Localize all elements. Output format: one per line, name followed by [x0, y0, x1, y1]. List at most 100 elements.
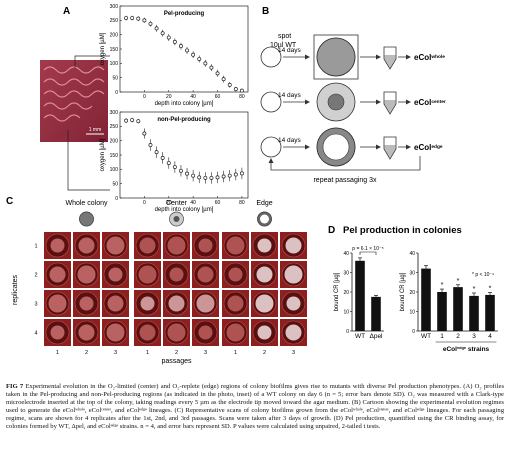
passage-number: 3	[292, 350, 295, 356]
lineage-label: eColwhole	[414, 53, 445, 62]
data-point	[185, 171, 189, 176]
x-tick-label: 80	[239, 200, 245, 206]
data-point	[142, 18, 147, 23]
connector-line-nonpel	[67, 130, 110, 191]
category-label: 2	[456, 333, 460, 340]
data-point	[209, 175, 214, 180]
p-value-annotation: p = 6.1 × 10⁻⁵	[352, 246, 383, 252]
replicate-number: 3	[34, 302, 37, 308]
colony-center	[198, 238, 213, 253]
colony-center	[286, 296, 301, 311]
y-tick-label: 250	[110, 18, 119, 24]
lineage-label: eColcenter	[414, 98, 446, 107]
data-point	[148, 21, 153, 26]
bar	[355, 260, 365, 331]
colony-center	[257, 238, 272, 253]
data-point	[179, 44, 183, 49]
repeat-loop	[270, 156, 421, 171]
spot-volume-label: 10µl WT	[270, 42, 297, 49]
passages-axis-label: passages	[162, 358, 192, 365]
x-tick-label: 40	[190, 94, 196, 100]
passage-number: 2	[85, 350, 88, 356]
x-tick-label: 60	[215, 94, 221, 100]
arrow-head	[305, 54, 310, 60]
passage-number: 1	[146, 350, 149, 356]
x-tick-label: 80	[239, 94, 245, 100]
bar	[453, 287, 463, 331]
replicate-number: 4	[34, 331, 37, 337]
y-tick-label: 200	[110, 138, 119, 144]
y-tick-label: 50	[112, 75, 118, 81]
x-tick-label: 0	[143, 94, 146, 100]
category-label: WT	[355, 333, 365, 340]
data-point	[136, 119, 141, 124]
y-tick-label: 10	[409, 309, 415, 315]
colony-center	[168, 295, 185, 312]
y-axis-label: oxygen [µM]	[100, 32, 106, 65]
data-point	[239, 88, 244, 93]
colony-center	[108, 267, 123, 282]
bar	[371, 296, 381, 331]
colony-center	[167, 236, 186, 255]
arrow-head	[406, 99, 411, 105]
passage-number: 1	[234, 350, 237, 356]
x-tick-label: 20	[166, 200, 172, 206]
y-tick-label: 40	[409, 251, 415, 257]
spot-label: spot	[278, 33, 291, 40]
data-point	[215, 175, 220, 180]
data-point	[148, 143, 153, 147]
arrow-head	[305, 144, 310, 150]
colony-sampled-center	[327, 93, 345, 111]
tube-liquid	[384, 100, 396, 113]
y-tick-label: 50	[112, 181, 118, 187]
x-tick-label: 40	[190, 200, 196, 206]
significance-mark: *	[457, 278, 460, 285]
data-point	[142, 131, 147, 136]
days-label: 14 days	[278, 47, 302, 54]
data-point	[221, 77, 226, 82]
colony-center	[138, 265, 157, 284]
significance-mark: *	[489, 286, 492, 293]
y-tick-label: 40	[343, 251, 349, 257]
data-point	[154, 150, 159, 155]
data-point	[136, 16, 141, 21]
plot-frame	[119, 111, 249, 199]
colony-center	[196, 294, 215, 313]
significance-legend: * p < 10⁻⁴	[472, 272, 494, 278]
x-tick-label: 20	[166, 94, 172, 100]
category-label: 4	[488, 333, 492, 340]
regime-fill-center	[173, 216, 180, 222]
x-tick-label: 60	[215, 200, 221, 206]
arrow-head	[406, 54, 411, 60]
y-tick-label: 0	[346, 329, 349, 335]
data-point	[239, 171, 244, 176]
days-label: 14 days	[278, 92, 302, 99]
significance-mark: *	[473, 286, 476, 293]
scale-bar-label: 1 mm	[89, 127, 102, 133]
colony-center	[78, 324, 95, 341]
replicate-number: 1	[34, 244, 37, 250]
x-tick-label: 0	[143, 200, 146, 206]
lineage-label: eColedge	[414, 143, 443, 152]
data-point	[197, 57, 202, 61]
y-tick-label: 30	[409, 270, 415, 276]
panel-label-d: D	[328, 225, 335, 236]
y-axis-label: bound CR [µg]	[400, 272, 406, 311]
y-tick-label: 0	[412, 329, 415, 335]
bar	[437, 292, 447, 331]
arrow-head	[376, 54, 381, 60]
evolution-cartoon: spot 10µl WT 14 days eColwhole 14 days eCol…	[260, 33, 446, 184]
data-point	[221, 174, 226, 179]
passage-number: 3	[114, 350, 117, 356]
arrow-head	[268, 158, 274, 163]
data-point	[160, 31, 165, 36]
y-tick-label: 200	[110, 32, 119, 38]
replicates-axis-label: replicates	[12, 275, 19, 305]
plot-title: Pel-producing	[164, 11, 205, 17]
plot-title: non-Pel-producing	[157, 117, 211, 123]
y-axis-label: bound CR [µg]	[334, 272, 340, 311]
